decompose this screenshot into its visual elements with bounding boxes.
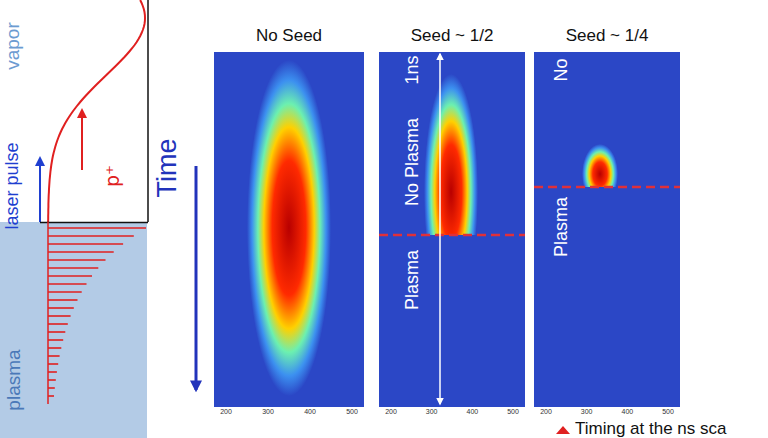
ion-spike (48, 251, 114, 253)
timing-marker (556, 426, 570, 434)
ionization-front (534, 186, 680, 189)
ion-spike (48, 371, 57, 373)
axis-label: laser pulse (3, 142, 23, 229)
ion-spike (48, 235, 134, 237)
tick-label: 500 (346, 408, 358, 416)
panel-title: No Seed (256, 27, 322, 46)
ion-spike (48, 243, 123, 245)
tick-label: 300 (581, 408, 593, 416)
streak-signal (247, 60, 331, 396)
ion-spike (48, 299, 78, 301)
ion-spike (48, 323, 68, 325)
ion-spike (48, 291, 82, 293)
density-curve (48, 0, 145, 222)
axis-label: p⁺ (102, 165, 123, 187)
ion-spike (48, 227, 146, 229)
panel-title: Seed ~ 1/4 (566, 27, 649, 46)
ion-spike (48, 363, 58, 365)
streak-signal (424, 74, 478, 235)
panel-art (379, 52, 525, 407)
time-span-label: 1ns (403, 55, 423, 84)
tick-label: 300 (262, 408, 274, 416)
ion-spike (48, 259, 106, 261)
ion-arrow (81, 110, 83, 170)
region-label: No (552, 58, 572, 81)
ion-spike (48, 379, 56, 381)
region-label: Plasma (403, 250, 423, 310)
region-label: No Plasma (403, 118, 423, 206)
ion-spike (48, 315, 71, 317)
tick-label: 200 (220, 408, 232, 416)
streak-panel: Seed ~ 1/4NoPlasma (534, 52, 680, 407)
tick-label: 400 (466, 408, 478, 416)
ionization-front (379, 234, 525, 237)
tick-label: 500 (507, 408, 519, 416)
tick-label: 200 (540, 408, 552, 416)
ion-spike (48, 387, 55, 389)
axis-label: Time (153, 139, 183, 198)
streak-panel: Seed ~ 1/21nsNo PlasmaPlasma (379, 52, 525, 407)
ion-spike (48, 331, 65, 333)
ion-spike (48, 347, 61, 349)
laser-arrow (39, 158, 41, 222)
tick-label: 500 (662, 408, 674, 416)
streak-signal (582, 144, 618, 187)
ion-spike (48, 307, 74, 309)
time-span-arrow (439, 54, 441, 404)
tick-label: 400 (621, 408, 633, 416)
streak-panel: No Seed (214, 52, 364, 407)
ion-spike (48, 339, 63, 341)
ion-spike (48, 355, 60, 357)
tick-label: 200 (385, 408, 397, 416)
ion-spike (48, 275, 92, 277)
ion-spike (48, 267, 98, 269)
tick-label: 400 (304, 408, 316, 416)
region-label: vapor (3, 22, 24, 70)
ion-spike (48, 283, 87, 285)
tick-label: 300 (426, 408, 438, 416)
boundary-line (40, 222, 148, 224)
region-label: Plasma (552, 197, 572, 257)
caption-text: Timing at the ns sca (575, 420, 727, 438)
ion-spike (48, 395, 54, 397)
region-label: plasma (4, 349, 25, 410)
plasma-band: plasma (0, 222, 147, 438)
panel-title: Seed ~ 1/2 (411, 27, 494, 46)
panel-art (214, 52, 364, 407)
time-arrow (195, 166, 198, 390)
panel-border (147, 0, 149, 222)
spike-base (47, 222, 49, 404)
